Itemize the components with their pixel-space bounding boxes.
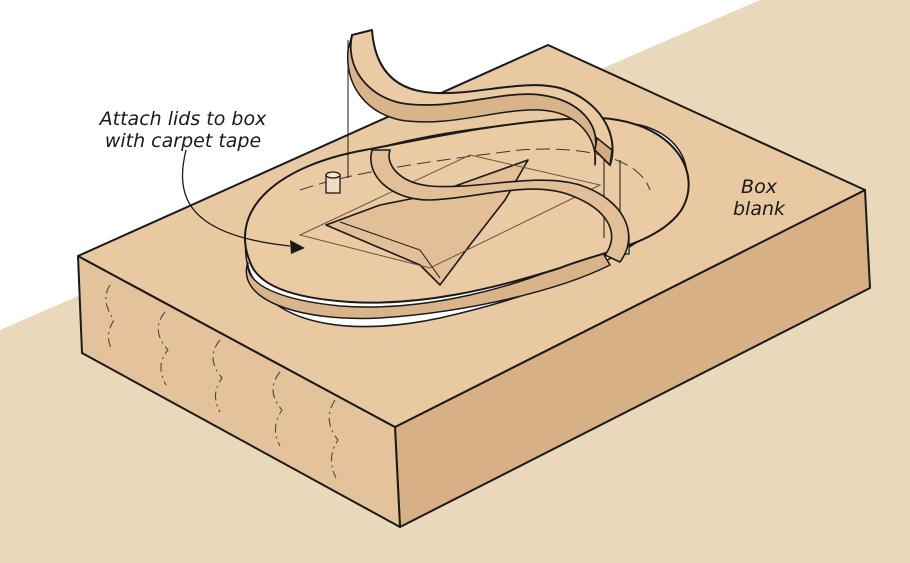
lid-dashed-outline xyxy=(299,148,651,191)
attach-lids-label: Attach lids to box with carpet tape xyxy=(94,108,272,152)
lid-arrow-inner xyxy=(339,221,441,279)
attach-lids-label-line1: Attach lids to box xyxy=(99,108,267,130)
lid-edge xyxy=(245,247,612,320)
lower-lid-s-curve xyxy=(370,149,630,263)
end-grain-lines xyxy=(105,284,339,479)
leader-arrowhead xyxy=(290,240,305,254)
upper-lid-s-curve-edge xyxy=(346,34,597,166)
leader-line xyxy=(181,149,291,247)
dowel-pin-left xyxy=(325,171,341,194)
box-blank-label: Box blank xyxy=(728,176,790,220)
box-blank-label-line2: blank xyxy=(732,198,786,220)
box-blank-label-line1: Box xyxy=(741,176,777,198)
attach-lids-label-line2: with carpet tape xyxy=(104,130,262,152)
upper-lid-s-curve-end xyxy=(594,136,613,167)
